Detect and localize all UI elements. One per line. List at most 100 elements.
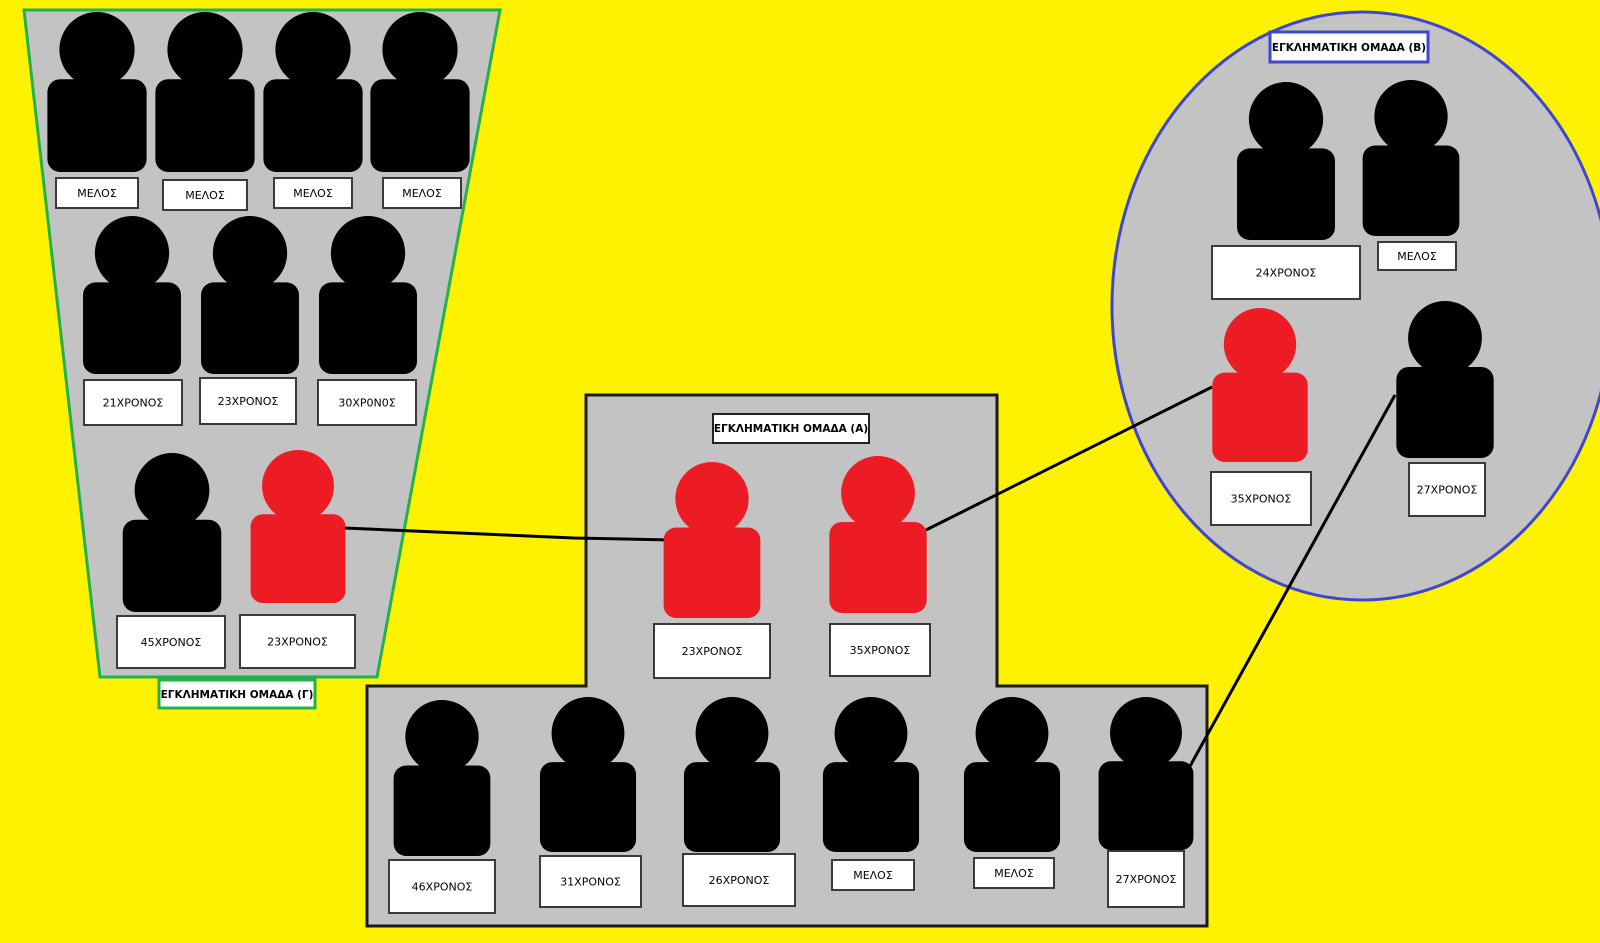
- person-body-icon: [1098, 761, 1194, 850]
- person-tag-label: 26ΧΡΟΝΟΣ: [709, 874, 770, 887]
- link-g-to-a: [343, 526, 673, 542]
- person-tag-label: 27ΧΡΟΝΟΣ: [1417, 484, 1478, 497]
- person-head-icon: [275, 12, 351, 88]
- person-head-icon: [330, 216, 406, 291]
- person-body-icon: [263, 79, 363, 172]
- person-tag: 21ΧΡΟΝΟΣ: [83, 379, 183, 426]
- person-body-icon: [83, 282, 181, 374]
- person-body-icon: [829, 521, 927, 613]
- person-tag-box: [162, 179, 248, 211]
- person-body-icon: [319, 282, 417, 374]
- person-head-icon: [1408, 301, 1482, 375]
- person-tag-label: 30ΧΡ0Ν0Σ: [338, 397, 395, 410]
- person-tag-box: [1107, 850, 1185, 908]
- person-tag-box: [1408, 462, 1486, 517]
- link-a-to-b-leader: [925, 385, 1213, 532]
- person-body-icon: [539, 762, 637, 852]
- group-b-panel: [1110, 10, 1600, 602]
- person-tag: 35ΧΡΟΝΟΣ: [829, 623, 931, 677]
- person-tag-label: 23ΧΡΟΝΟΣ: [267, 636, 328, 649]
- member-figure: [1237, 82, 1335, 240]
- person-tag-box: [382, 177, 462, 209]
- person-tag-box: [199, 377, 297, 425]
- person-tag-label: 24ΧΡΟΝΟΣ: [1256, 267, 1317, 280]
- person-tag-box: [1377, 241, 1457, 271]
- person-head-icon: [212, 216, 288, 291]
- person-tag: 24ΧΡΟΝΟΣ: [1211, 245, 1361, 300]
- person-tag-label: 23ΧΡΟΝΟΣ: [218, 395, 279, 408]
- person-tag-label: ΜΕΛΟΣ: [994, 867, 1034, 880]
- person-tag-box: [653, 623, 771, 679]
- member-figure: [822, 697, 920, 852]
- group-g-title-text: ΕΓΚΛΗΜΑΤΙΚΗ ΟΜΑΔΑ (Γ): [161, 689, 314, 701]
- person-tag: 23ΧΡΟΝΟΣ: [653, 623, 771, 679]
- person-tag: 26ΧΡΟΝΟΣ: [682, 853, 796, 907]
- person-body-icon: [963, 762, 1061, 852]
- person-body-icon: [122, 519, 222, 612]
- person-head-icon: [1223, 308, 1297, 381]
- person-tag: ΜΕΛΟΣ: [382, 177, 462, 209]
- persons-layer: [47, 12, 1494, 856]
- member-figure: [1396, 301, 1494, 458]
- person-head-icon: [405, 700, 479, 774]
- person-tag-box: [1210, 471, 1312, 526]
- group-a-title: ΕΓΚΛΗΜΑΤΙΚΗ ΟΜΑΔΑ (Α): [712, 413, 870, 444]
- connections: [343, 385, 1397, 769]
- person-tag: ΜΕΛΟΣ: [55, 177, 139, 209]
- person-tag-label: 35ΧΡΟΝΟΣ: [1231, 493, 1292, 506]
- person-body-icon: [822, 762, 920, 852]
- person-tag-box: [239, 614, 356, 669]
- person-body-icon: [250, 514, 346, 603]
- person-tag-label: 21ΧΡΟΝΟΣ: [103, 397, 164, 410]
- person-tag-box: [55, 177, 139, 209]
- person-head-icon: [975, 697, 1049, 770]
- person-head-icon: [834, 697, 908, 770]
- person-tag: ΜΕΛΟΣ: [1377, 241, 1457, 271]
- group-a-title-box: [712, 413, 870, 444]
- leader-figure: [1212, 308, 1308, 462]
- person-tag: 30ΧΡ0Ν0Σ: [317, 379, 417, 426]
- person-tag-box: [829, 623, 931, 677]
- group-g-title: ΕΓΚΛΗΜΑΤΙΚΗ ΟΜΑΔΑ (Γ): [157, 678, 317, 710]
- member-figure: [963, 697, 1061, 852]
- person-body-icon: [370, 79, 470, 172]
- member-figure: [122, 453, 222, 612]
- member-figure: [263, 12, 363, 172]
- person-tag-label: 23ΧΡΟΝΟΣ: [682, 645, 743, 658]
- group-b-title-text: ΕΓΚΛΗΜΑΤΙΚΗ ΟΜΑΔΑ (Β): [1272, 42, 1426, 54]
- person-tag-box: [973, 857, 1055, 889]
- person-body-icon: [1362, 145, 1460, 236]
- person-tag-box: [1211, 245, 1361, 300]
- person-head-icon: [1110, 697, 1182, 769]
- member-figure: [201, 216, 299, 374]
- member-figure: [155, 12, 255, 172]
- person-body-icon: [683, 762, 781, 852]
- person-tag-box: [317, 379, 417, 426]
- person-tag-label: ΜΕΛΟΣ: [77, 187, 117, 200]
- person-tag: 23ΧΡΟΝΟΣ: [239, 614, 356, 669]
- link-a-to-b-member: [1187, 394, 1397, 769]
- member-figure: [539, 697, 637, 852]
- person-head-icon: [841, 456, 915, 530]
- person-tag: ΜΕΛΟΣ: [162, 179, 248, 211]
- person-tag-label: 31ΧΡΟΝΟΣ: [560, 876, 621, 889]
- person-head-icon: [675, 462, 749, 536]
- group-a-title-text: ΕΓΚΛΗΜΑΤΙΚΗ ΟΜΑΔΑ (Α): [714, 423, 868, 435]
- person-tag-label: ΜΕΛΟΣ: [402, 187, 442, 200]
- person-head-icon: [551, 697, 625, 770]
- group-b-title-box: [1268, 30, 1430, 64]
- person-tag-box: [83, 379, 183, 426]
- leader-figure: [663, 462, 761, 618]
- person-head-icon: [134, 453, 210, 528]
- person-tag-label: 35ΧΡΟΝΟΣ: [850, 644, 911, 657]
- person-tag-box: [273, 177, 353, 209]
- person-tag: 23ΧΡΟΝΟΣ: [199, 377, 297, 425]
- person-tag-box: [116, 615, 226, 669]
- person-tag: ΜΕΛΟΣ: [831, 859, 915, 891]
- person-tag-label: ΜΕΛΟΣ: [853, 869, 893, 882]
- person-tag-label: ΜΕΛΟΣ: [185, 189, 225, 202]
- group-g-title-box: [157, 678, 317, 710]
- member-figure: [370, 12, 470, 172]
- member-figure: [319, 216, 417, 374]
